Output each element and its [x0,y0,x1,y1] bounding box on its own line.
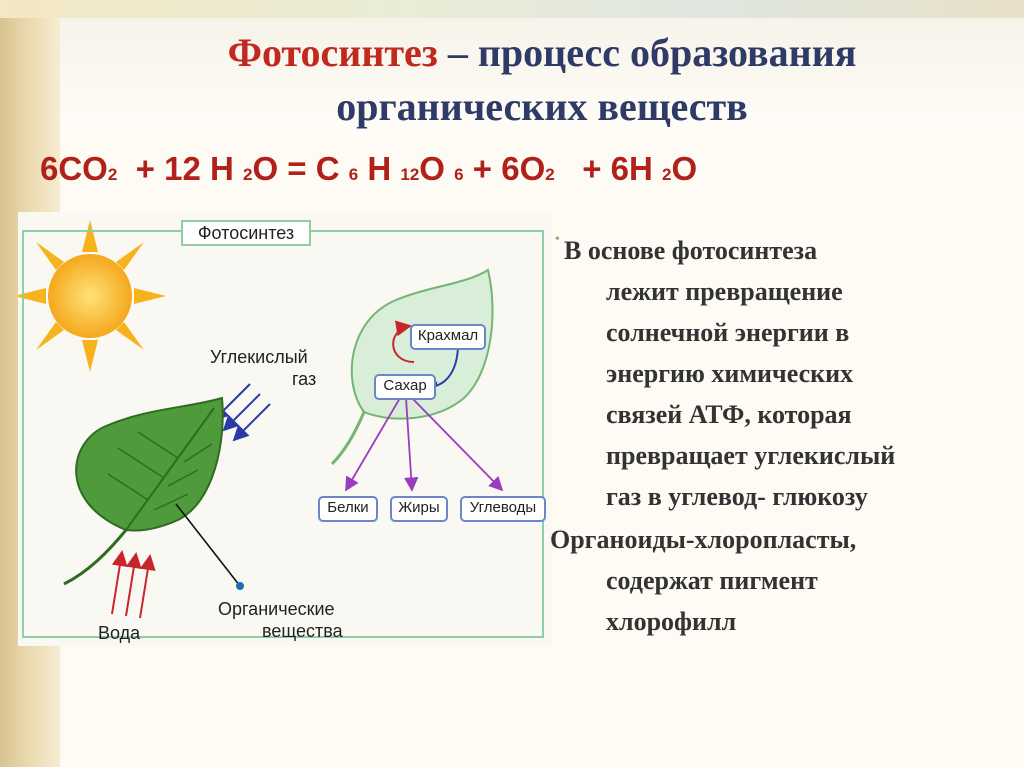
organic-label-line-2: вещества [262,621,343,641]
formula-term: О = С [252,150,349,187]
diagram-frame [22,230,544,638]
title-band [60,18,1024,138]
paragraph-1: В основе фотосинтеза лежит превращение с… [550,230,1010,517]
diagram-frame-label: Фотосинтез [181,220,311,246]
title-line-2: органических веществ [336,84,748,129]
body-text: В основе фотосинтеза лежит превращение с… [550,230,1010,642]
sugar-to-starch-arrow [392,320,415,363]
formula-subscript: 2 [662,165,672,184]
water-label: Вода [98,623,141,643]
organic-pointer [175,503,241,587]
product-arrows [345,397,504,492]
formula-subscript: 6 [348,165,359,184]
p1-line-6: превращает углекислый [606,441,896,470]
co2-label-line-1: Углекислый [210,347,308,367]
photosynthesis-diagram [18,212,552,646]
formula-term: 6CO [40,150,108,187]
p1-line-1: В основе фотосинтеза [564,236,818,265]
proteins-box: Белки [318,496,378,522]
carbs-box: Углеводы [460,496,546,522]
leaf-icon [63,396,224,586]
formula-subscript: 2 [107,165,118,184]
sugar-box: Сахар [374,374,436,400]
slide-title: Фотосинтез – процесс образования органич… [60,26,1024,134]
co2-label-line-2: газ [292,369,317,389]
starch-box: Крахмал [410,324,486,350]
title-accent: Фотосинтез [227,30,438,75]
fats-box: Жиры [390,496,448,522]
formula-subscript: 6 [454,165,464,184]
p1-line-5: связей АТФ, которая [606,400,852,429]
p2-line-1: Органоиды-хлоропласты, [550,525,857,554]
p1-line-4: энергию химических [606,359,854,388]
formula-term: Н [358,150,401,187]
formula-term: + 6О [463,150,546,187]
p2-line-2: содержат пигмент [606,566,818,595]
diagram-drawing [18,220,504,619]
organic-pointer-dot [236,582,244,590]
bullet-marker: • [555,232,560,247]
formula-subscript: 12 [400,165,420,184]
p2-line-3: хлорофилл [606,607,737,636]
background-texture-top [0,0,1024,18]
formula-term: О [671,150,698,187]
formula-subscript: 2 [545,165,555,184]
formula-term: + 6Н [554,150,663,187]
title-rest: – процесс образования [437,30,857,75]
p1-line-3: солнечной энергии в [606,318,850,347]
formula-term: О [419,150,455,187]
p1-line-2: лежит превращение [606,277,843,306]
formula-subscript: 2 [242,165,253,184]
organic-label-line-1: Органические [218,599,335,619]
p1-line-7: газ в углевод- глюкозу [606,482,868,511]
water-arrows [111,550,156,619]
paragraph-2: Органоиды-хлоропласты, содержат пигмент … [550,519,1010,642]
sun-icon [18,220,166,372]
formula-term: + 12 Н [117,150,243,187]
photosynthesis-formula: 6CO2 + 12 Н 2О = С 6 Н 12О 6 + 6О2 + 6Н … [40,150,697,188]
